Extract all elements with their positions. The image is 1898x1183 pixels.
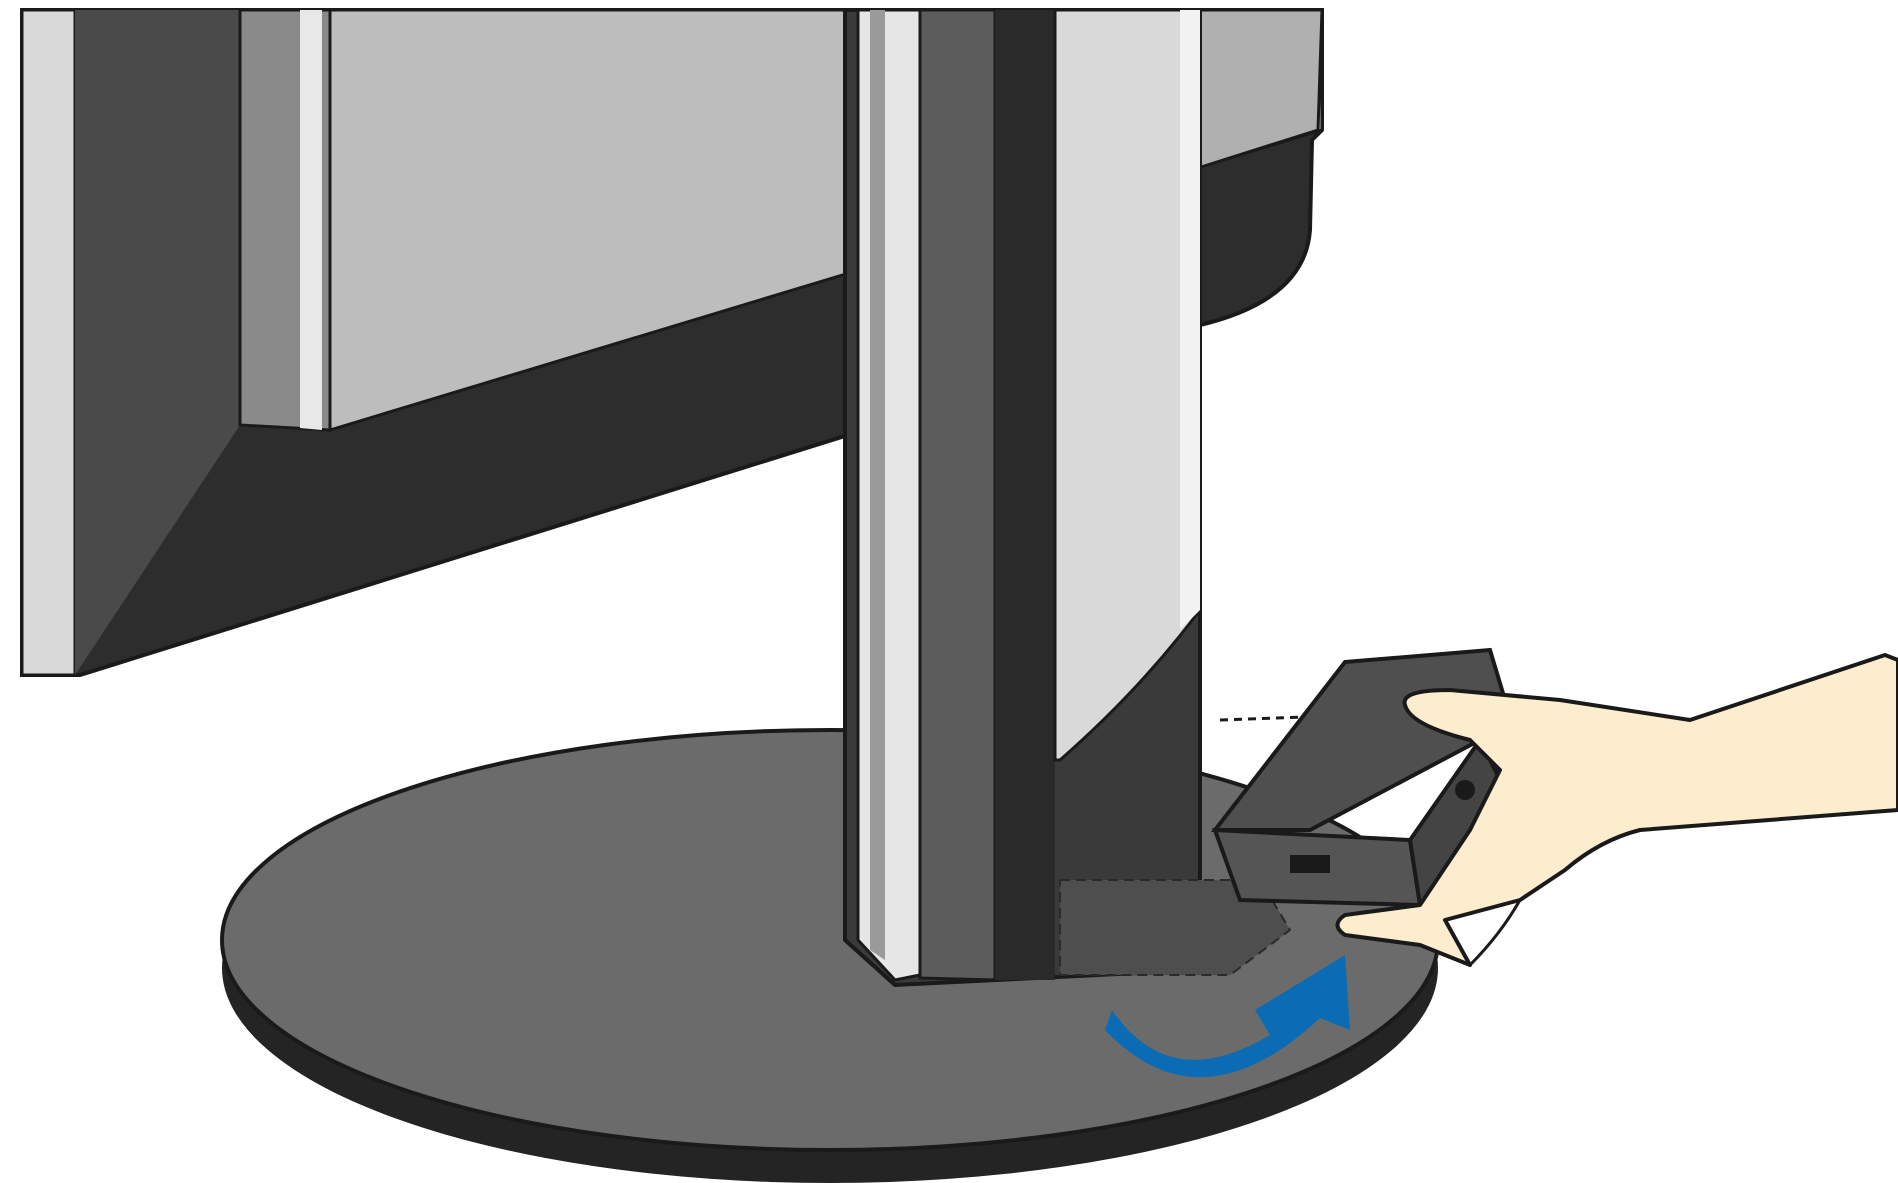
cover-port [1290,855,1330,873]
column-mid-band [920,10,995,980]
column-left-highlight [858,10,920,980]
monitor-left-edge [22,10,75,675]
column-dark-band [995,10,1055,980]
cover-hole [1455,780,1475,800]
hand [1338,655,1898,965]
hand-icon [1338,655,1898,965]
